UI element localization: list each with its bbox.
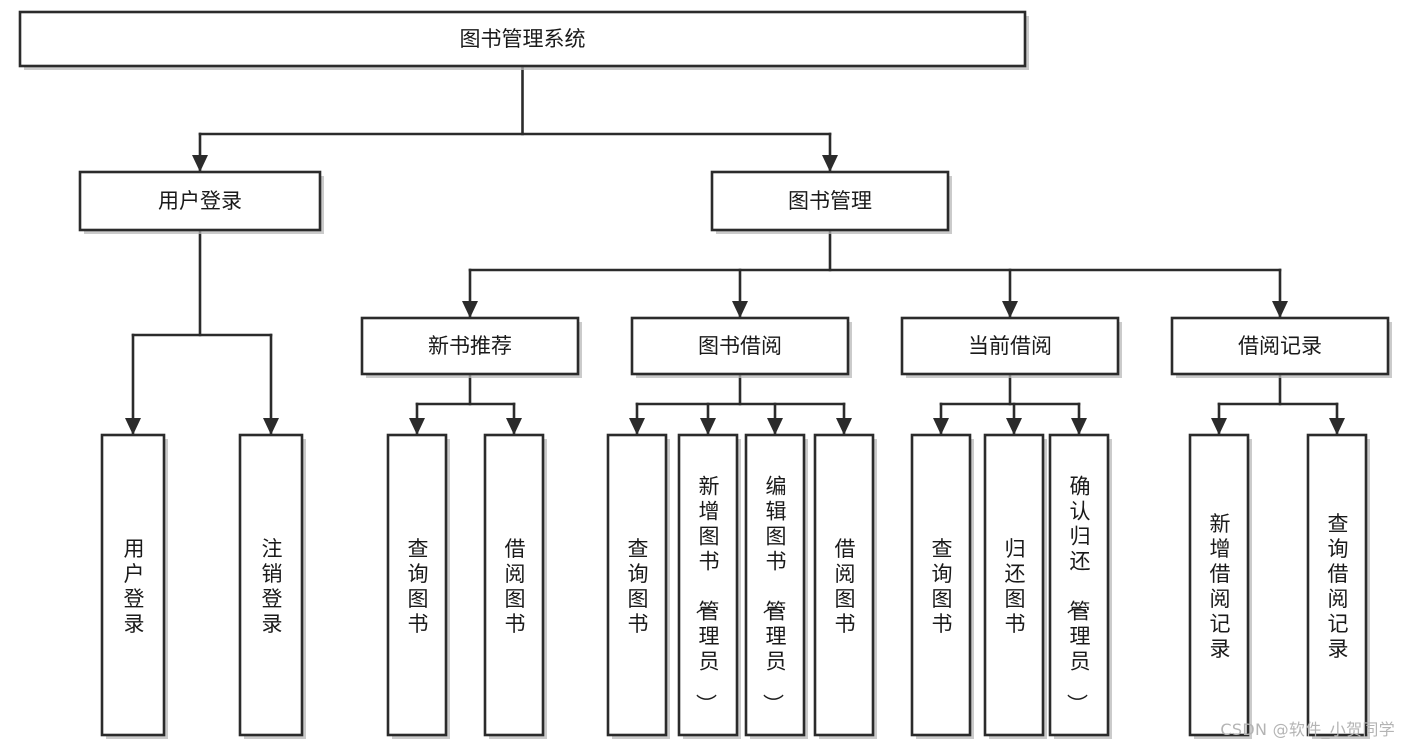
node-rect[interactable] [1188,433,1250,737]
branch-node[interactable]: 用户登录 [78,170,324,234]
arrow-head-icon [1329,418,1345,435]
connector-group [939,372,1081,406]
node-label: 用户登录 [124,537,145,636]
leaf-node[interactable]: 查询图书 [386,433,450,739]
arrow-head-icon [1211,418,1227,435]
node-rect[interactable] [606,433,668,737]
arrow-head-icon [1002,301,1018,318]
arrow-head-icon [409,418,425,435]
node-rect[interactable] [386,433,448,737]
connector-group [131,228,273,337]
node-rect[interactable] [630,316,850,376]
node-label: 借阅记录 [1238,334,1322,358]
connector-group [1217,372,1339,406]
node-rect[interactable] [18,10,1027,68]
arrow-head-icon [629,418,645,435]
node-rect[interactable] [983,433,1045,737]
branch-node[interactable]: 借阅记录 [1170,316,1392,378]
node-rect[interactable] [1306,433,1368,737]
node-rect[interactable] [677,433,739,737]
leaf-node[interactable]: 借阅图书 [483,433,547,739]
arrow-head-icon [700,418,716,435]
node-label: 新书推荐 [428,334,512,358]
node-rect[interactable] [1170,316,1390,376]
leaf-node[interactable]: 归还图书 [983,433,1047,739]
node-label: 新增借阅记录 [1210,512,1231,661]
node-rect[interactable] [744,433,806,737]
connector-group [635,372,846,406]
arrow-head-icon [1272,301,1288,318]
node-label: 借阅图书 [505,537,526,636]
leaf-node[interactable]: 查询图书 [606,433,670,739]
arrow-head-icon [767,418,783,435]
arrow-head-icon [1071,418,1087,435]
arrow-head-icon [506,418,522,435]
node-label: 用户登录 [158,189,242,213]
leaf-node[interactable]: 用户登录 [100,433,168,739]
arrow-head-icon [263,418,279,435]
node-label: 查询借阅记录 [1328,512,1349,661]
arrow-head-icon [933,418,949,435]
root-node[interactable]: 图书管理系统 [18,10,1029,70]
node-label: 确认归还（管理员） [1065,475,1091,715]
connector-group [415,372,516,406]
arrow-head-icon [125,418,141,435]
arrow-head-icon [1006,418,1022,435]
node-label: 编辑图书（管理员） [761,475,787,715]
node-rect[interactable] [78,170,322,232]
leaf-node[interactable]: 查询借阅记录 [1306,433,1370,739]
branch-node[interactable]: 图书管理 [710,170,952,234]
connector-layer [125,64,1345,437]
branch-node[interactable]: 图书借阅 [630,316,852,378]
branch-node[interactable]: 新书推荐 [360,316,582,378]
leaf-node[interactable]: 编辑图书（管理员） [744,433,808,739]
node-label: 注销登录 [262,537,283,636]
watermark-label: CSDN @软件_小贺同学 [1220,720,1395,739]
node-label: 图书管理 [788,189,872,213]
node-label: 归还图书 [1005,537,1026,636]
node-rect[interactable] [710,170,950,232]
node-rect[interactable] [360,316,580,376]
node-rect[interactable] [910,433,972,737]
node-layer: 图书管理系统用户登录图书管理新书推荐图书借阅当前借阅借阅记录用户登录注销登录查询… [18,10,1392,739]
node-rect[interactable] [1048,433,1110,737]
leaf-node[interactable]: 注销登录 [238,433,306,739]
node-label: 查询图书 [932,537,953,636]
node-label: 新增图书（管理员） [694,475,720,715]
arrow-head-icon [836,418,852,435]
node-label: 查询图书 [628,537,649,636]
leaf-node[interactable]: 新增借阅记录 [1188,433,1252,739]
arrow-head-icon [192,155,208,172]
leaf-node[interactable]: 借阅图书 [813,433,877,739]
node-rect[interactable] [813,433,875,737]
leaf-node[interactable]: 新增图书（管理员） [677,433,741,739]
node-rect[interactable] [100,433,166,737]
leaf-node[interactable]: 查询图书 [910,433,974,739]
arrow-head-icon [462,301,478,318]
node-label: 当前借阅 [968,334,1052,358]
node-rect[interactable] [238,433,304,737]
node-label: 图书管理系统 [460,27,586,51]
node-label: 借阅图书 [835,537,856,636]
connector-group [198,64,832,136]
node-rect[interactable] [483,433,545,737]
node-label: 图书借阅 [698,334,782,358]
leaf-node[interactable]: 确认归还（管理员） [1048,433,1112,739]
arrow-head-icon [732,301,748,318]
branch-node[interactable]: 当前借阅 [900,316,1122,378]
node-rect[interactable] [900,316,1120,376]
node-label: 查询图书 [408,537,429,636]
arrow-head-icon [822,155,838,172]
connector-group [468,228,1282,272]
